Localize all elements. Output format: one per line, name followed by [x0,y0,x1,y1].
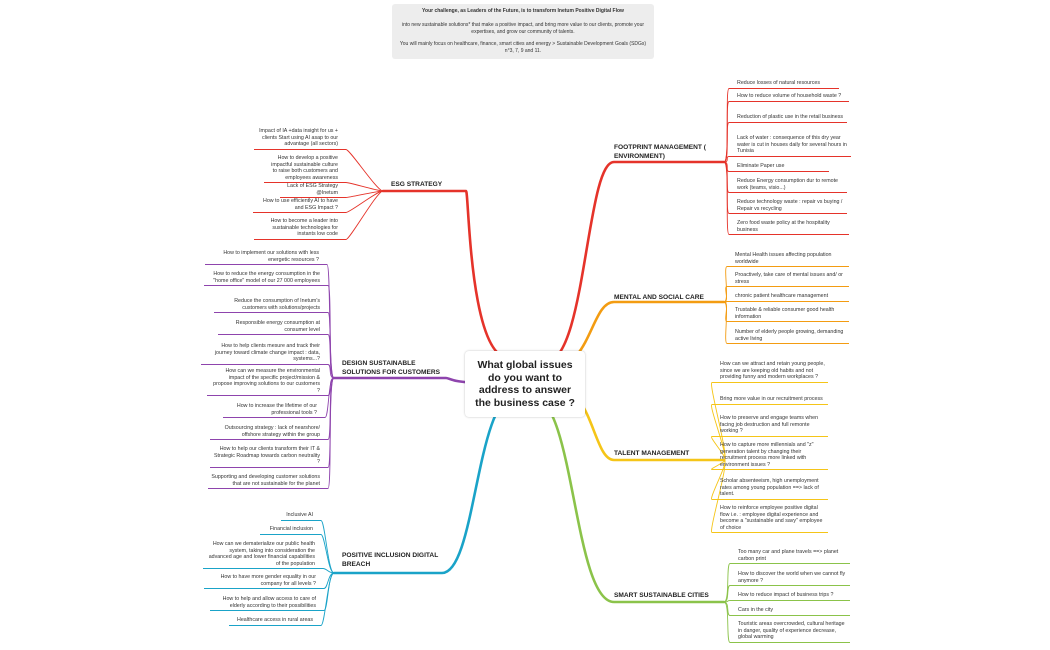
mental-topic-4[interactable]: Trustable & reliable consumer good healt… [735,307,835,320]
design-topic-10[interactable]: Supporting and developing customer solut… [211,474,320,487]
esg-topic-4[interactable]: How to use efficiently AI to have and ES… [263,198,338,211]
esg-branch-connector [381,189,511,360]
footprint-topic-7[interactable]: Reduce technology waste : repair vs buyi… [737,199,843,212]
footprint-topic-5[interactable]: Eliminate Paper use [737,163,785,169]
footprint-topic-2[interactable]: How to reduce volume of household waste … [737,93,842,99]
talent-topic-4[interactable]: How to capture more millennials and "z" … [720,442,814,468]
esg-topic-5[interactable]: How to become a leader into sustainable … [270,218,338,238]
inclusion-topic-5[interactable]: How to help and allow access to care of … [222,596,316,609]
talent-topic-6-connector [711,459,828,533]
mental-branch-label[interactable]: MENTAL AND SOCIAL CARE [614,294,704,301]
footprint-topic-8-connector [723,161,849,235]
mental-topic-3-connector [723,301,849,303]
esg-topic-5-connector [254,190,384,240]
design-topic-10-connector [208,377,335,489]
talent-topic-3-connector [711,436,828,461]
esg-topic-4-connector [253,190,384,213]
esg-branch-label[interactable]: ESG STRATEGY [391,181,443,188]
footprint-topic-1[interactable]: Reduce losses of natural resources [737,80,821,86]
design-topic-4[interactable]: Responsible energy consumption at consum… [235,320,320,333]
talent-topic-1[interactable]: How can we attract and retain young peop… [720,361,825,381]
design-topic-5-connector [201,364,335,379]
mental-topic-3[interactable]: chronic patient healthcare management [735,293,829,299]
inclusion-topic-2-connector [260,534,335,574]
cities-topic-2[interactable]: How to discover the world when we cannot… [738,571,846,584]
cities-topic-3[interactable]: How to reduce impact of business trips ? [738,592,834,598]
mental-topic-2[interactable]: Proactively, take care of mental issues … [735,272,843,285]
footprint-branch-connector [544,160,726,364]
inclusion-topic-6[interactable]: Healthcare access in rural areas [237,617,313,623]
talent-topic-5[interactable]: Scholar absenteeism, high unemployment r… [720,478,819,498]
footprint-topic-6[interactable]: Reduce Energy consumption dur to remote … [737,178,838,191]
central-topic[interactable]: What global issues do you want to addres… [465,351,585,417]
inclusion-topic-3[interactable]: How can we dematerialize our public heal… [208,541,315,567]
mental-topic-5-connector [723,301,849,344]
cities-topic-5-connector [723,601,850,643]
design-topic-3[interactable]: Reduce the consumption of Inetum's custo… [234,298,320,311]
inclusion-branch-connector [332,393,518,575]
talent-topic-2[interactable]: Bring more value in our recruitment proc… [720,396,823,402]
challenge-box: Your challenge, as Leaders of the Future… [392,4,654,59]
esg-topic-2-connector [264,182,384,192]
inclusion-topic-4[interactable]: How to have more gender equality in our … [220,574,316,587]
design-branch-label[interactable]: DESIGN SUSTAINABLE SOLUTIONS FOR CUSTOME… [342,360,441,376]
design-topic-2[interactable]: How to reduce the energy consumption in … [213,271,320,284]
design-topic-8[interactable]: Outsourcing strategy : lack of nearshore… [224,425,320,438]
footprint-topic-3-connector [723,122,847,163]
esg-topic-1[interactable]: Impact of IA +data insight for us + clie… [259,128,338,148]
inclusion-branch-label[interactable]: POSITIVE INCLUSION DIGITAL BREACH [342,552,439,568]
mental-topic-1[interactable]: Mental Health issues affecting populatio… [735,252,832,265]
design-topic-4-connector [218,334,335,379]
cities-branch-connector [532,396,726,604]
cities-topic-1[interactable]: Too many car and plane travels ==> plane… [738,549,839,562]
esg-topic-3-connector [280,190,384,198]
esg-topic-1-connector [254,149,384,192]
footprint-topic-8[interactable]: Zero food waste policy at the hospitalit… [737,220,830,233]
mental-topic-1-connector [723,266,849,303]
footprint-topic-4-connector [723,156,851,163]
esg-topic-2[interactable]: How to develop a positive impactful sust… [271,155,338,181]
inclusion-topic-6-connector [229,572,335,626]
talent-topic-6[interactable]: How to reinforce employee positive digit… [720,505,823,531]
footprint-topic-3[interactable]: Reduction of plastic use in the retail b… [737,114,843,120]
design-topic-9[interactable]: How to help our clients transform their … [214,446,320,466]
design-topic-6[interactable]: How can we measure the environmental imp… [213,368,320,394]
design-topic-1[interactable]: How to implement our solutions with less… [223,250,319,263]
inclusion-topic-2[interactable]: Financial inclusion [269,526,313,532]
challenge-text-2: You will mainly focus on healthcare, fin… [399,41,647,54]
talent-topic-3[interactable]: How to preserve and engage teams when fa… [720,415,819,435]
inclusion-topic-1[interactable]: Inclusive AI [286,512,313,518]
mental-topic-5[interactable]: Number of elderly people growing, demand… [735,329,844,342]
esg-topic-3[interactable]: Lack of ESG Strategy @Inetum [287,183,338,196]
challenge-title: Your challenge, as Leaders of the Future… [422,8,624,14]
cities-topic-1-connector [723,563,850,603]
challenge-text-1: into new sustainable solutions* that mak… [401,22,645,35]
cities-topic-3-connector [723,600,850,603]
cities-branch-label[interactable]: SMART SUSTAINABLE CITIES [614,592,709,599]
cities-topic-5[interactable]: Touristic areas overcrowded, cultural he… [738,621,845,641]
talent-branch-label[interactable]: TALENT MANAGEMENT [614,450,690,457]
design-topic-5[interactable]: How to help clients mesure and track the… [214,343,320,363]
cities-topic-4[interactable]: Cars in the city [738,607,774,613]
cities-topic-2-connector [723,585,850,603]
footprint-topic-4[interactable]: Lack of water : consequence of this dry … [737,135,847,155]
inclusion-topic-3-connector [203,568,335,574]
footprint-branch-label[interactable]: FOOTPRINT MANAGEMENT ( ENVIRONMENT) [614,144,706,160]
design-topic-7[interactable]: How to increase the lifetime of our prof… [236,403,317,416]
